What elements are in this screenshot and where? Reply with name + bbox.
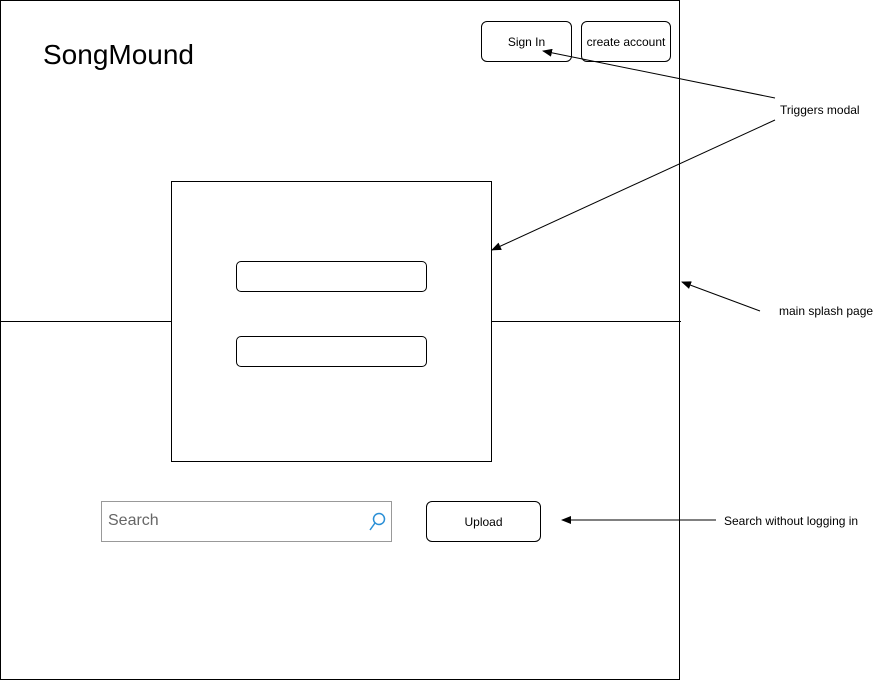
search-placeholder: Search <box>108 512 159 529</box>
annotation-search-without-login: Search without logging in <box>724 514 859 528</box>
create-account-button[interactable]: create account <box>581 21 671 62</box>
splash-page-frame: SongMound Sign In create account Search … <box>0 0 681 680</box>
password-field[interactable] <box>236 336 427 367</box>
sign-in-modal <box>171 181 492 462</box>
search-icon[interactable] <box>367 511 387 533</box>
username-field[interactable] <box>236 261 427 292</box>
arrow-to-frame <box>681 281 761 312</box>
sign-in-button[interactable]: Sign In <box>481 21 572 62</box>
app-logo: SongMound <box>43 39 195 70</box>
upload-button[interactable]: Upload <box>426 501 541 542</box>
annotation-triggers-modal: Triggers modal <box>780 103 860 117</box>
annotation-main-splash: main splash page <box>779 304 874 318</box>
search-input[interactable]: Search <box>101 501 392 542</box>
